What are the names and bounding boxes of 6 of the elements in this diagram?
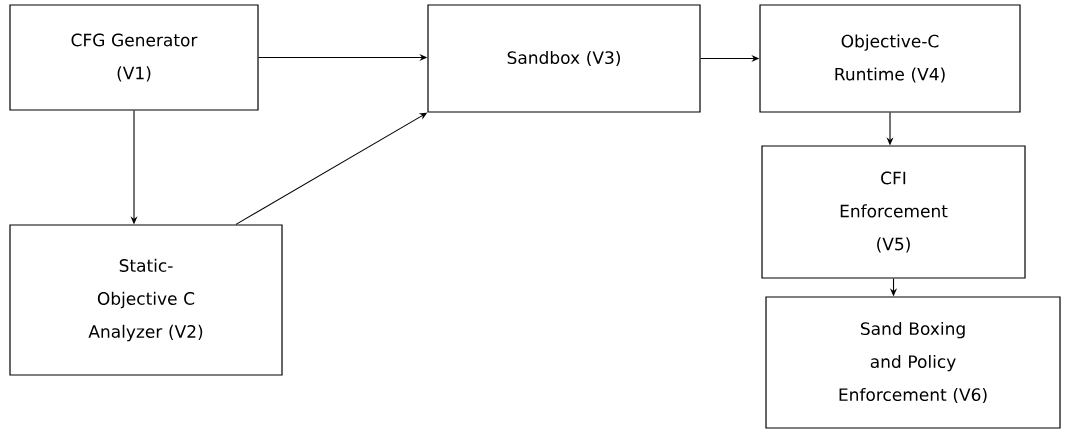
process-box: Static- Objective C Analyzer (V2) xyxy=(9,224,283,376)
process-box: Objective-C Runtime (V4) xyxy=(759,4,1021,113)
process-box: CFI Enforcement (V5) xyxy=(761,145,1026,279)
process-box: Sandbox (V3) xyxy=(427,4,701,113)
process-box: CFG Generator (V1) xyxy=(9,4,259,111)
process-box: Sand Boxing and Policy Enforcement (V6) xyxy=(765,296,1061,429)
